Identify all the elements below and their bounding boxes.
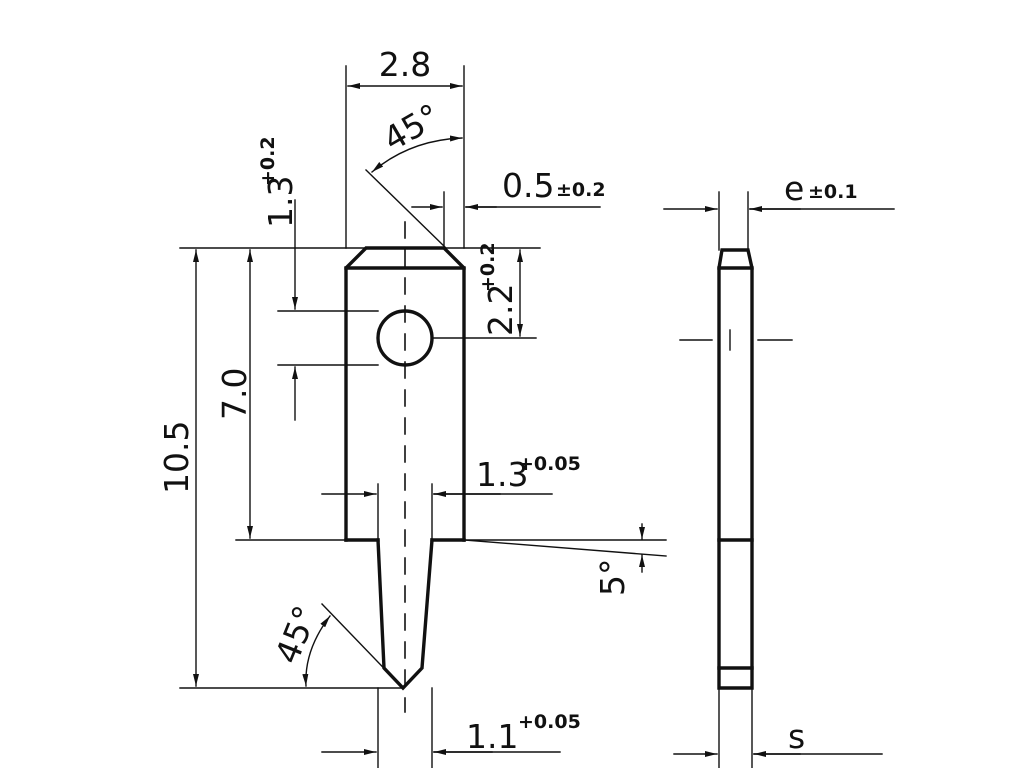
chamfer-angle-arc	[371, 135, 463, 173]
dim-edge-text: 0.5	[502, 166, 554, 205]
dim-total-text: 10.5	[157, 421, 196, 494]
dim-width-text: 2.8	[379, 45, 431, 84]
dim-e-text: e	[784, 169, 804, 208]
dim-offset-text: 1.3	[261, 176, 300, 228]
tip-angle-arc	[302, 615, 331, 687]
side-outline	[717, 248, 754, 690]
tip-angle-text: 45°	[267, 600, 325, 669]
dim-pin-text: 1.3	[476, 455, 528, 494]
tip-ext-line	[321, 603, 404, 689]
dim-dia-text: 2.2	[481, 284, 520, 336]
dim-dia-tol: +0.2	[477, 242, 499, 292]
side-view: e ±0.1 s	[663, 169, 895, 768]
dim-tip-text: 1.1	[466, 717, 518, 756]
taper-angle-text: 5°	[593, 559, 632, 597]
dim-e-tol: ±0.1	[808, 181, 858, 203]
dim-tip-tol: +0.05	[518, 711, 581, 733]
taper-ext-slant	[463, 539, 667, 557]
chamfer-ext-line	[365, 169, 447, 249]
dim-offset-tol: +0.2	[257, 136, 279, 186]
dim-edge-tol: ±0.2	[556, 179, 606, 201]
chamfer-angle-text: 45°	[377, 96, 447, 159]
dim-body-text: 7.0	[215, 368, 254, 420]
dim-pin-tol: +0.05	[518, 453, 581, 475]
front-view: 2.8 45° 0.5 ±0.2 1.3 +0.2 2.2 +0.2 10.5	[157, 45, 667, 768]
dim-s-text: s	[788, 717, 805, 756]
